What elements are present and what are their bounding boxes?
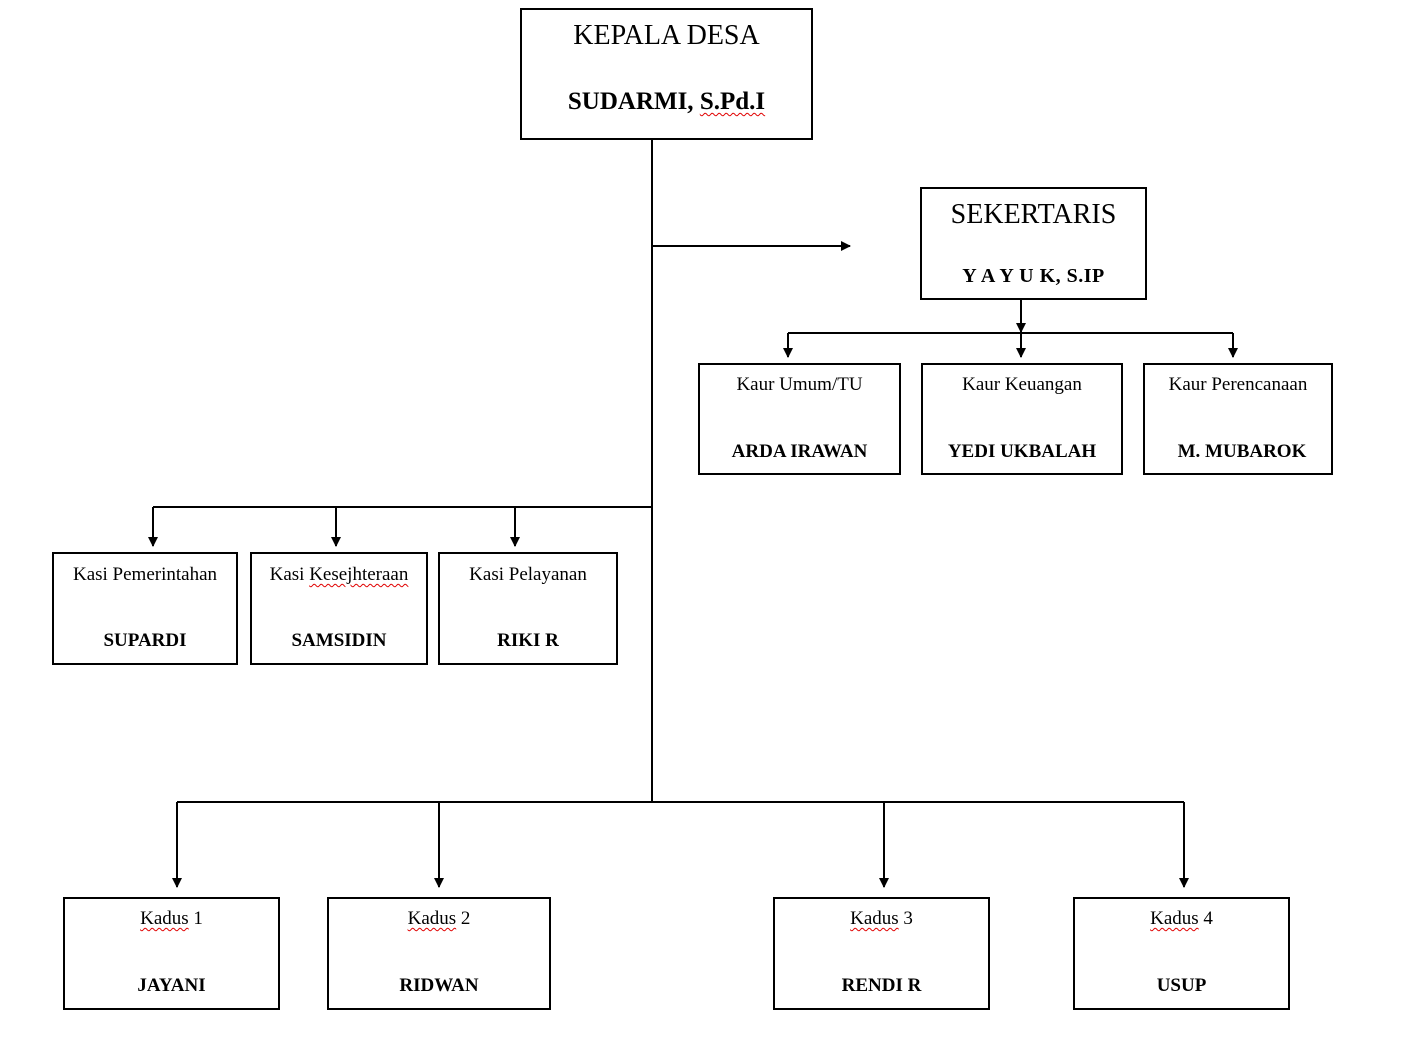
kadus-name: JAYANI: [137, 975, 206, 996]
kadus-name: RENDI R: [841, 975, 922, 996]
kasi-title-text: Kasi Pelayanan: [469, 564, 587, 585]
kadus-title-flagged: Kadus: [407, 908, 457, 929]
kadus-box: Kadus 4 USUP: [1073, 897, 1290, 1010]
kasi-title: Kasi Pelayanan: [440, 564, 616, 586]
kaur-name: M. MUBAROK: [1177, 441, 1307, 462]
kasi-name: SUPARDI: [103, 630, 187, 651]
kadus-title: Kadus 3: [775, 908, 988, 930]
kadus-title-flagged: Kadus: [1150, 908, 1199, 929]
kadus-title: Kadus 2: [329, 908, 549, 930]
kaur-box: Kaur Umum/TU ARDA IRAWAN: [698, 363, 901, 475]
secretary-title: SEKERTARIS: [950, 199, 1117, 230]
kasi-name: SAMSIDIN: [291, 630, 387, 651]
kadus-box: Kadus 3 RENDI R: [773, 897, 990, 1010]
secretary-box: SEKERTARIS Y A Y U K, S.IP: [920, 187, 1147, 300]
kaur-title: Kaur Perencanaan: [1168, 374, 1308, 395]
kadus-title-number: 1: [188, 908, 203, 929]
kasi-title-text: Kasi: [269, 564, 310, 585]
kadus-box: Kadus 2 RIDWAN: [327, 897, 551, 1010]
kadus-title-number: 2: [456, 908, 471, 929]
kasi-name: RIKI R: [497, 630, 559, 651]
kaur-name: YEDI UKBALAH: [947, 441, 1097, 462]
kaur-box: Kaur Perencanaan M. MUBAROK: [1143, 363, 1333, 475]
kaur-box: Kaur Keuangan YEDI UKBALAH: [921, 363, 1123, 475]
kaur-title: Kaur Umum/TU: [736, 374, 863, 395]
kaur-name: ARDA IRAWAN: [731, 441, 868, 462]
kadus-name: RIDWAN: [399, 975, 479, 996]
head-name-suffix: S.Pd.I: [699, 88, 766, 115]
kasi-title: Kasi Kesejhteraan: [252, 564, 426, 586]
kadus-title: Kadus 4: [1075, 908, 1288, 930]
head-title: KEPALA DESA: [573, 20, 760, 51]
kadus-title-number: 3: [898, 908, 913, 929]
kadus-title-number: 4: [1198, 908, 1213, 929]
head-box: KEPALA DESA SUDARMI, S.Pd.I: [520, 8, 813, 140]
secretary-name: Y A Y U K, S.IP: [962, 265, 1105, 287]
head-name-main: SUDARMI,: [567, 88, 700, 115]
kasi-title-text: Kasi Pemerintahan: [72, 564, 218, 585]
kadus-box: Kadus 1 JAYANI: [63, 897, 280, 1010]
kasi-box: Kasi Pelayanan RIKI R: [438, 552, 618, 665]
kasi-title-flagged: Kesejhteraan: [309, 564, 409, 585]
kaur-title: Kaur Keuangan: [962, 374, 1082, 395]
kadus-title-flagged: Kadus: [850, 908, 899, 929]
kadus-title: Kadus 1: [65, 908, 278, 930]
kadus-title-flagged: Kadus: [140, 908, 189, 929]
kasi-box: Kasi Pemerintahan SUPARDI: [52, 552, 238, 665]
kasi-box: Kasi Kesejhteraan SAMSIDIN: [250, 552, 428, 665]
kasi-title: Kasi Pemerintahan: [54, 564, 236, 586]
head-name: SUDARMI, S.Pd.I: [522, 88, 811, 116]
kadus-name: USUP: [1156, 975, 1207, 996]
